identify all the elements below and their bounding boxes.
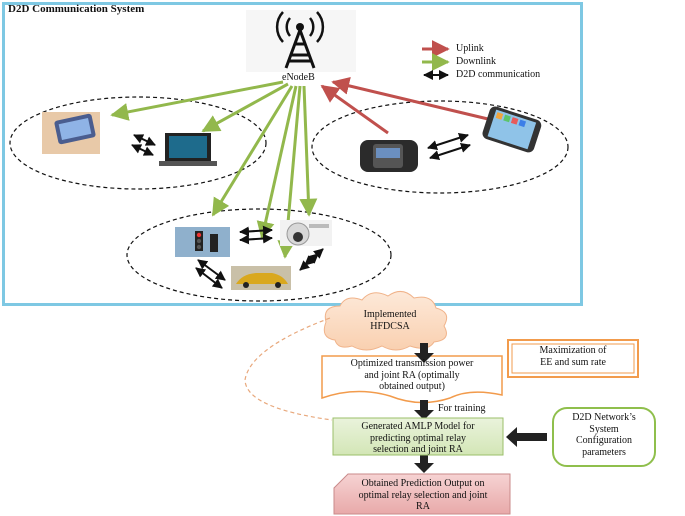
downlink-arrows (110, 80, 318, 259)
feedback-curve (244, 317, 333, 421)
security-camera-icon (280, 220, 332, 246)
enodeb-label: eNodeB (282, 72, 315, 83)
output-box (333, 473, 511, 515)
d2d-system-frame (2, 2, 583, 306)
laptop-icon (159, 133, 217, 166)
traffic-light-icon (175, 227, 230, 257)
d2d-arrows (131, 133, 471, 289)
flow-arrows (414, 343, 547, 473)
for-training-label: For training (438, 403, 486, 414)
cluster-bottom (126, 208, 392, 302)
amlp-box (332, 417, 504, 456)
smartphone-icon (482, 106, 542, 153)
legend-downlink-label: Downlink (456, 56, 496, 67)
car-icon (231, 266, 291, 290)
diagram-title: D2D Communication System (8, 3, 145, 15)
maximization-box (507, 339, 639, 378)
tower-icon (246, 10, 356, 72)
cluster-left (9, 96, 267, 190)
uplink-arrows (320, 77, 489, 135)
smartwatch-icon (360, 140, 418, 172)
legend-d2d-label: D2D communication (456, 69, 541, 80)
legend-uplink-label: Uplink (456, 43, 484, 54)
implemented-cloud (323, 291, 448, 351)
config-box (552, 407, 656, 467)
cluster-right (311, 100, 569, 194)
smartphone-in-hand-icon (42, 112, 100, 154)
